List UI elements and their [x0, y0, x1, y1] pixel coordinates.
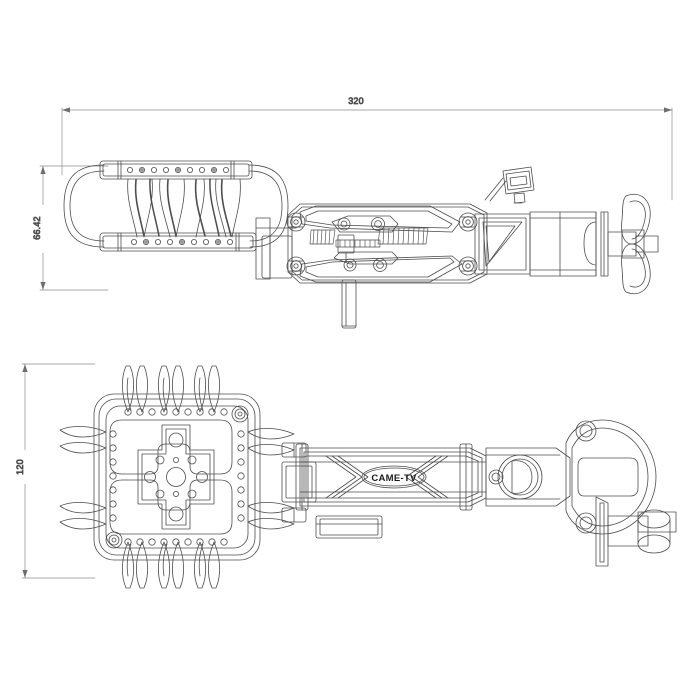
side-view-wing-knob: [621, 193, 651, 295]
top-view-spikes-right: [247, 428, 295, 530]
side-view-upper-rail: [99, 160, 253, 180]
top-view-spikes-top: [122, 365, 220, 413]
top-view-pad-plate: [93, 393, 261, 561]
side-view-center-post: [337, 234, 357, 329]
dimension-120-label-mask: [14, 450, 28, 484]
side-view-accessory-shoe: [484, 166, 535, 204]
side-view-connector-block: [255, 217, 297, 280]
top-view-arm-body: [295, 443, 487, 511]
top-view-ring-clamp: [565, 419, 677, 567]
dimension-6642-label-mask: [30, 205, 44, 253]
top-view-spikes-bottom: [122, 541, 220, 589]
dimension-overall-length: [61, 107, 673, 201]
dimension-320-label-mask: [340, 94, 372, 108]
top-view-assembly: [59, 365, 677, 589]
dimension-320-label: 320: [348, 96, 364, 106]
side-view-left-bail: [63, 164, 105, 248]
side-view-knurled-bands: [309, 227, 429, 248]
top-view-spikes-left: [59, 426, 107, 530]
top-view-connector-block: [281, 442, 383, 539]
top-view-center-mount: [137, 424, 215, 530]
came-tv-logo-label: CAME-TV: [371, 473, 417, 484]
dimension-6642-label: 66.42: [32, 216, 42, 240]
top-view-knob: [485, 447, 571, 507]
side-view-assembly: [63, 160, 659, 329]
side-view-tube-section: [529, 211, 659, 277]
side-view-spike-prongs: [127, 178, 241, 238]
dimension-120-label: 120: [15, 459, 25, 475]
side-view-rocker-link: [331, 215, 399, 272]
side-view-pivot-bosses: [286, 212, 478, 276]
